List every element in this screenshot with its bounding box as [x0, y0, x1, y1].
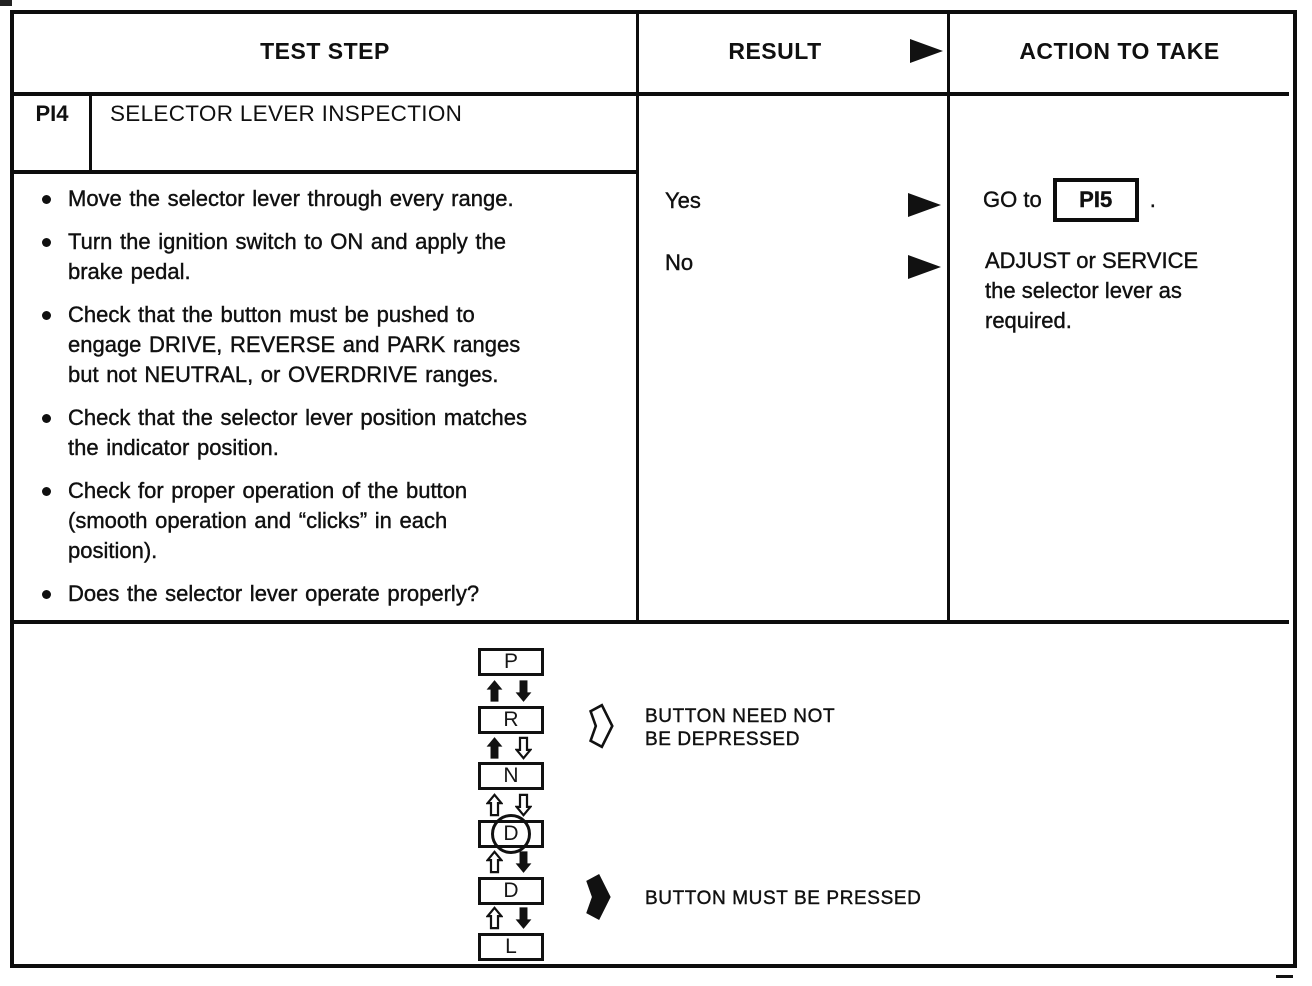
down-arrow-icon: [514, 736, 533, 760]
gear-box-low: L: [478, 933, 544, 961]
header-row-divider: [14, 92, 1289, 96]
column-header-test-step: TEST STEP: [260, 38, 390, 64]
main-row-divider: [14, 620, 1289, 624]
up-arrow-icon: [485, 793, 504, 817]
checklist-item: Move the selector lever through every ra…: [36, 184, 611, 214]
down-arrow-icon: [515, 850, 532, 874]
up-arrow-icon: [486, 736, 503, 760]
checklist-item: Check that the selector lever position m…: [36, 403, 611, 463]
bullet-icon: [42, 487, 51, 496]
goto-period: .: [1149, 187, 1156, 212]
table-border: [10, 10, 1297, 968]
scan-artifact: [1276, 975, 1293, 978]
column-header-result: RESULT: [728, 38, 822, 64]
down-arrow-icon: [515, 906, 532, 930]
column-divider-1: [636, 14, 639, 624]
shift-gap-od-d: [485, 850, 532, 874]
bullet-icon: [42, 195, 51, 204]
test-step-checklist: Move the selector lever through every ra…: [36, 184, 611, 622]
yes-arrow-icon: [908, 192, 942, 218]
result-no-label: No: [665, 250, 694, 275]
step-row-divider: [14, 170, 639, 174]
hollow-right-arrow-icon: [588, 703, 614, 749]
checklist-item: Check that the button must be pushed to …: [36, 300, 611, 390]
up-arrow-icon: [486, 679, 503, 703]
step-code-divider: [89, 94, 92, 174]
goto-target-box: PI5: [1052, 178, 1139, 222]
checklist-item: Does the selector lever operate properly…: [36, 579, 611, 609]
checklist-item: Turn the ignition switch to ON and apply…: [36, 227, 611, 287]
gear-box-reverse: R: [478, 706, 544, 734]
column-header-action: ACTION TO TAKE: [1019, 38, 1220, 64]
legend-button-must-be-pressed: BUTTON MUST BE PRESSED: [645, 888, 922, 909]
bullet-icon: [42, 311, 51, 320]
up-arrow-icon: [485, 850, 504, 874]
shift-gap-n-od: [485, 793, 533, 817]
solid-right-arrow-icon: [584, 872, 612, 922]
bullet-icon: [42, 590, 51, 599]
down-arrow-icon: [514, 793, 533, 817]
shift-gap-d-l: [485, 906, 532, 930]
action-adjust-text: ADJUST or SERVICE the selector lever as …: [985, 248, 1199, 333]
down-arrow-icon: [515, 679, 532, 703]
column-divider-2: [947, 14, 950, 624]
up-arrow-icon: [485, 906, 504, 930]
bullet-icon: [42, 238, 51, 247]
action-go-to: GO to PI5 .: [983, 178, 1156, 222]
goto-target-label: PI5: [1079, 187, 1113, 212]
gear-box-neutral: N: [478, 762, 544, 790]
scan-smudge: [0, 0, 12, 6]
shift-gap-p-r: [486, 679, 532, 703]
result-yes-label: Yes: [665, 188, 701, 213]
step-title: SELECTOR LEVER INSPECTION: [110, 101, 463, 126]
overdrive-circle-icon: [491, 814, 531, 854]
legend-button-not-depressed: BUTTON NEED NOT BE DEPRESSED: [645, 706, 836, 750]
gear-box-park: P: [478, 648, 544, 676]
goto-text: GO to: [983, 187, 1042, 212]
shift-gap-r-n: [486, 736, 533, 760]
result-header-arrow-icon: [910, 38, 944, 64]
step-code: PI4: [35, 101, 69, 126]
no-arrow-icon: [908, 254, 942, 280]
bullet-icon: [42, 414, 51, 423]
checklist-item: Check for proper operation of the button…: [36, 476, 611, 566]
gear-box-drive: D: [478, 877, 544, 905]
